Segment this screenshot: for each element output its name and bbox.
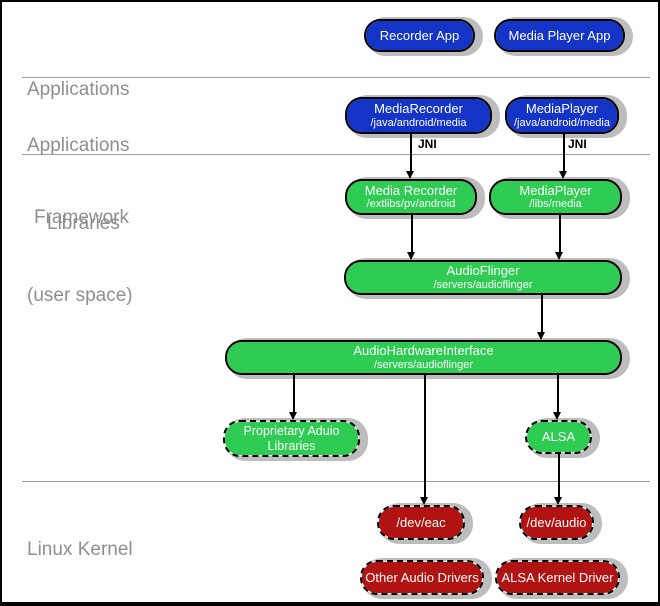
node-other-audio-drivers: Other Audio Drivers [360,560,484,595]
node-dev-eac: /dev/eac [377,505,465,540]
layer-label-applications: Applications [27,79,130,100]
divider-libraries-kernel [22,481,650,482]
node-mediaplayer-java: MediaPlayer /java/android/media [505,97,619,134]
arrowhead-icon [407,252,415,260]
arrow-alsa-to-dev-audio [558,454,560,498]
layer-label-libraries: Libraries (user space) [27,213,133,306]
arrowhead-icon [554,497,562,505]
arrowhead-icon [553,412,561,420]
arrow-mediarecorder-native-to-audioflinger [411,215,413,253]
node-media-recorder-native: Media Recorder /extlibs/pv/android [345,179,477,215]
arrow-ahi-to-proprietary [293,375,295,413]
node-dev-audio: /dev/audio [519,505,594,540]
arrowhead-icon [555,252,563,260]
node-mediaplayer-native: MediaPlayer /libs/media [489,179,622,215]
node-media-player-app: Media Player App [494,19,625,52]
arrow-ahi-to-alsa [557,375,559,413]
arrow-audioflinger-to-ahi [541,295,543,333]
node-proprietary-audio-libraries: Proprietary Aduio Libraries [223,420,360,457]
arrow-mediarecorder-to-native [410,134,412,172]
divider-framework-libraries [22,154,650,155]
arrowhead-icon [406,171,414,179]
node-audiohardwareinterface: AudioHardwareInterface /servers/audiofli… [225,340,622,375]
edge-label-jni-right: JNI [568,137,587,151]
edge-label-jni-left: JNI [418,137,437,151]
node-alsa-kernel-driver: ALSA Kernel Driver [495,560,620,595]
arrowhead-icon [289,412,297,420]
layer-label-linux-kernel: Linux Kernel [27,539,133,560]
arrow-mediaplayer-to-native [563,134,565,172]
arrow-ahi-to-dev-eac [424,375,426,498]
node-mediarecorder-java: MediaRecorder /java/android/media [345,97,492,134]
layer-label-applications-framework: Applications Framework [27,135,130,228]
arrowhead-icon [537,332,545,340]
node-recorder-app: Recorder App [364,19,475,52]
arrow-mediaplayer-native-to-audioflinger [559,215,561,253]
node-audioflinger: AudioFlinger /servers/audioflinger [344,260,622,295]
arrowhead-icon [559,171,567,179]
node-alsa: ALSA [525,420,592,454]
divider-applications-framework [22,77,650,78]
arrowhead-icon [420,497,428,505]
